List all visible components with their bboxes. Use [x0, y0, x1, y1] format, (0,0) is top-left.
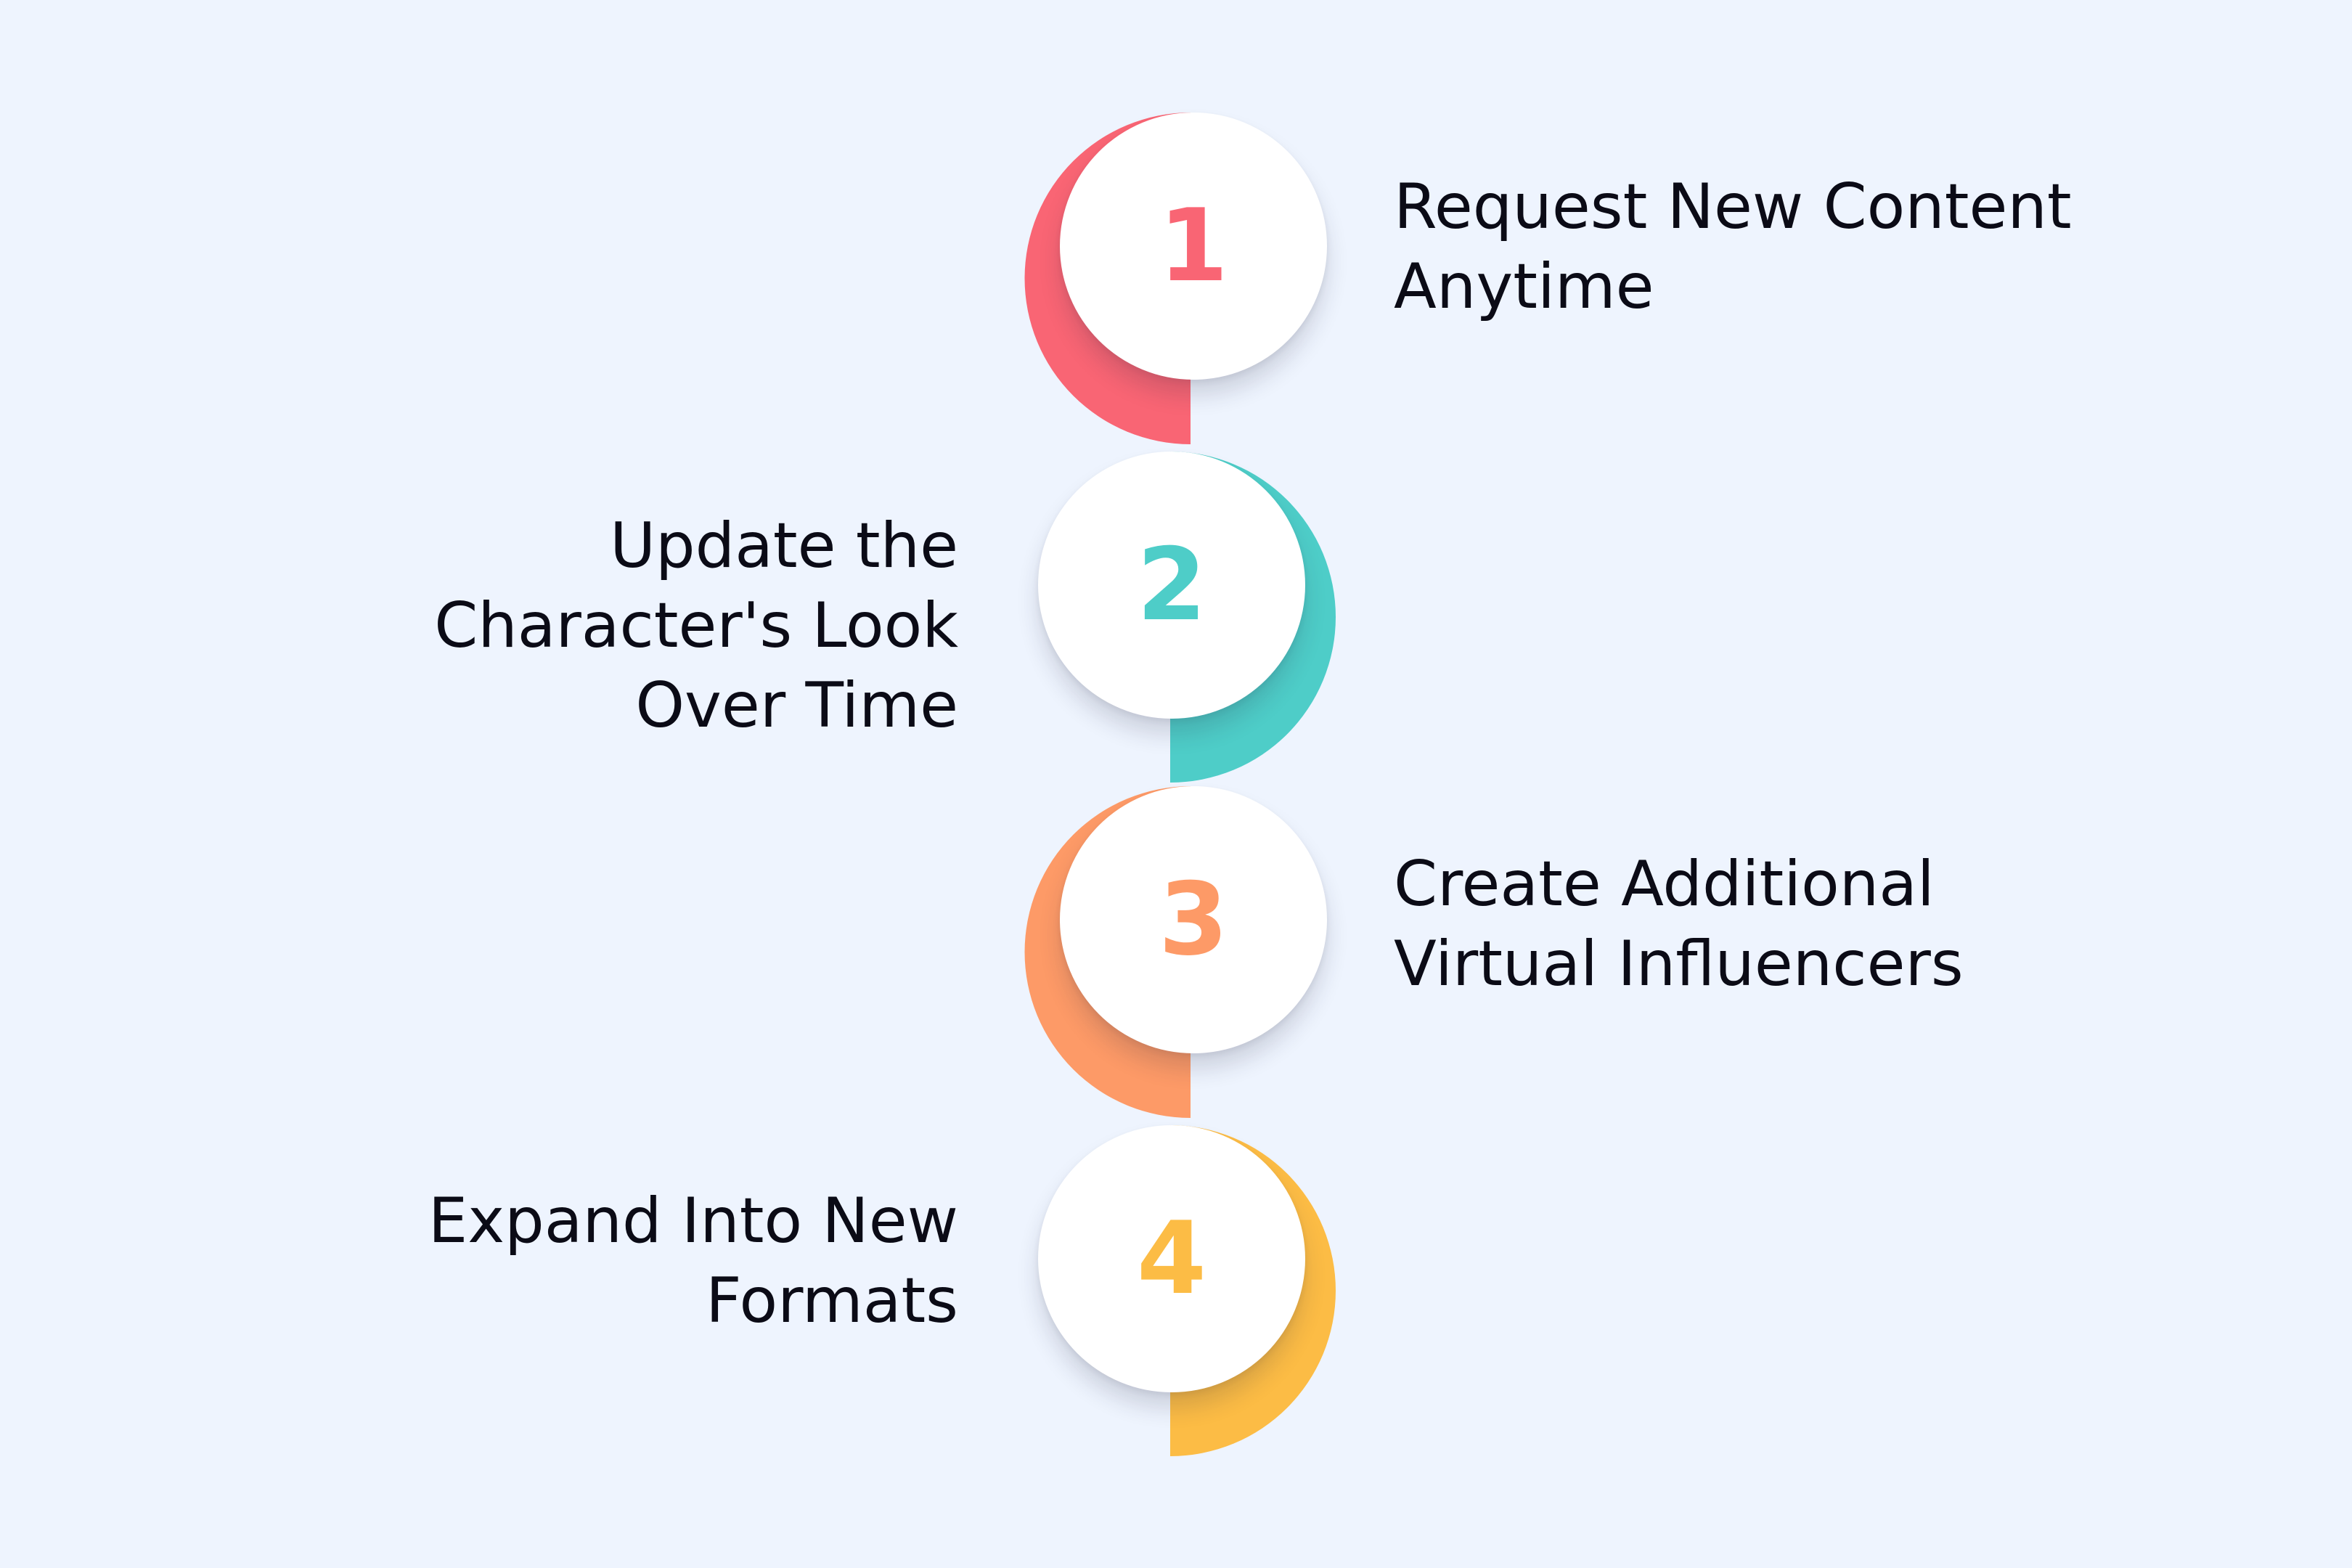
step-1-line-2: Anytime	[1394, 250, 1654, 323]
step-3-circle: 3	[1060, 786, 1327, 1053]
step-2-line-1: Update the	[610, 510, 958, 582]
step-1-number: 1	[1158, 187, 1229, 304]
step-1-circle: 1	[1060, 113, 1327, 380]
step-2-number: 2	[1136, 526, 1207, 643]
step-2-circle: 2	[1038, 452, 1305, 719]
step-3-line-2: Virtual Influencers	[1394, 928, 1964, 1000]
step-3-label: Create Additional Virtual Influencers	[1394, 844, 2265, 1004]
step-4-circle: 4	[1038, 1125, 1305, 1392]
step-4-line-2: Formats	[706, 1265, 958, 1337]
step-2-line-3: Over Time	[635, 669, 958, 742]
step-4-line-1: Expand Into New	[428, 1185, 958, 1257]
step-3-line-1: Create Additional	[1394, 848, 1935, 920]
step-1-label: Request New Content Anytime	[1394, 167, 2265, 327]
step-2-label: Update the Character's Look Over Time	[87, 506, 958, 746]
step-4-label: Expand Into New Formats	[87, 1181, 958, 1341]
step-3-number: 3	[1158, 861, 1229, 978]
step-4-number: 4	[1136, 1200, 1207, 1317]
step-2-line-2: Character's Look	[434, 589, 958, 662]
step-1-line-1: Request New Content	[1394, 171, 2072, 243]
